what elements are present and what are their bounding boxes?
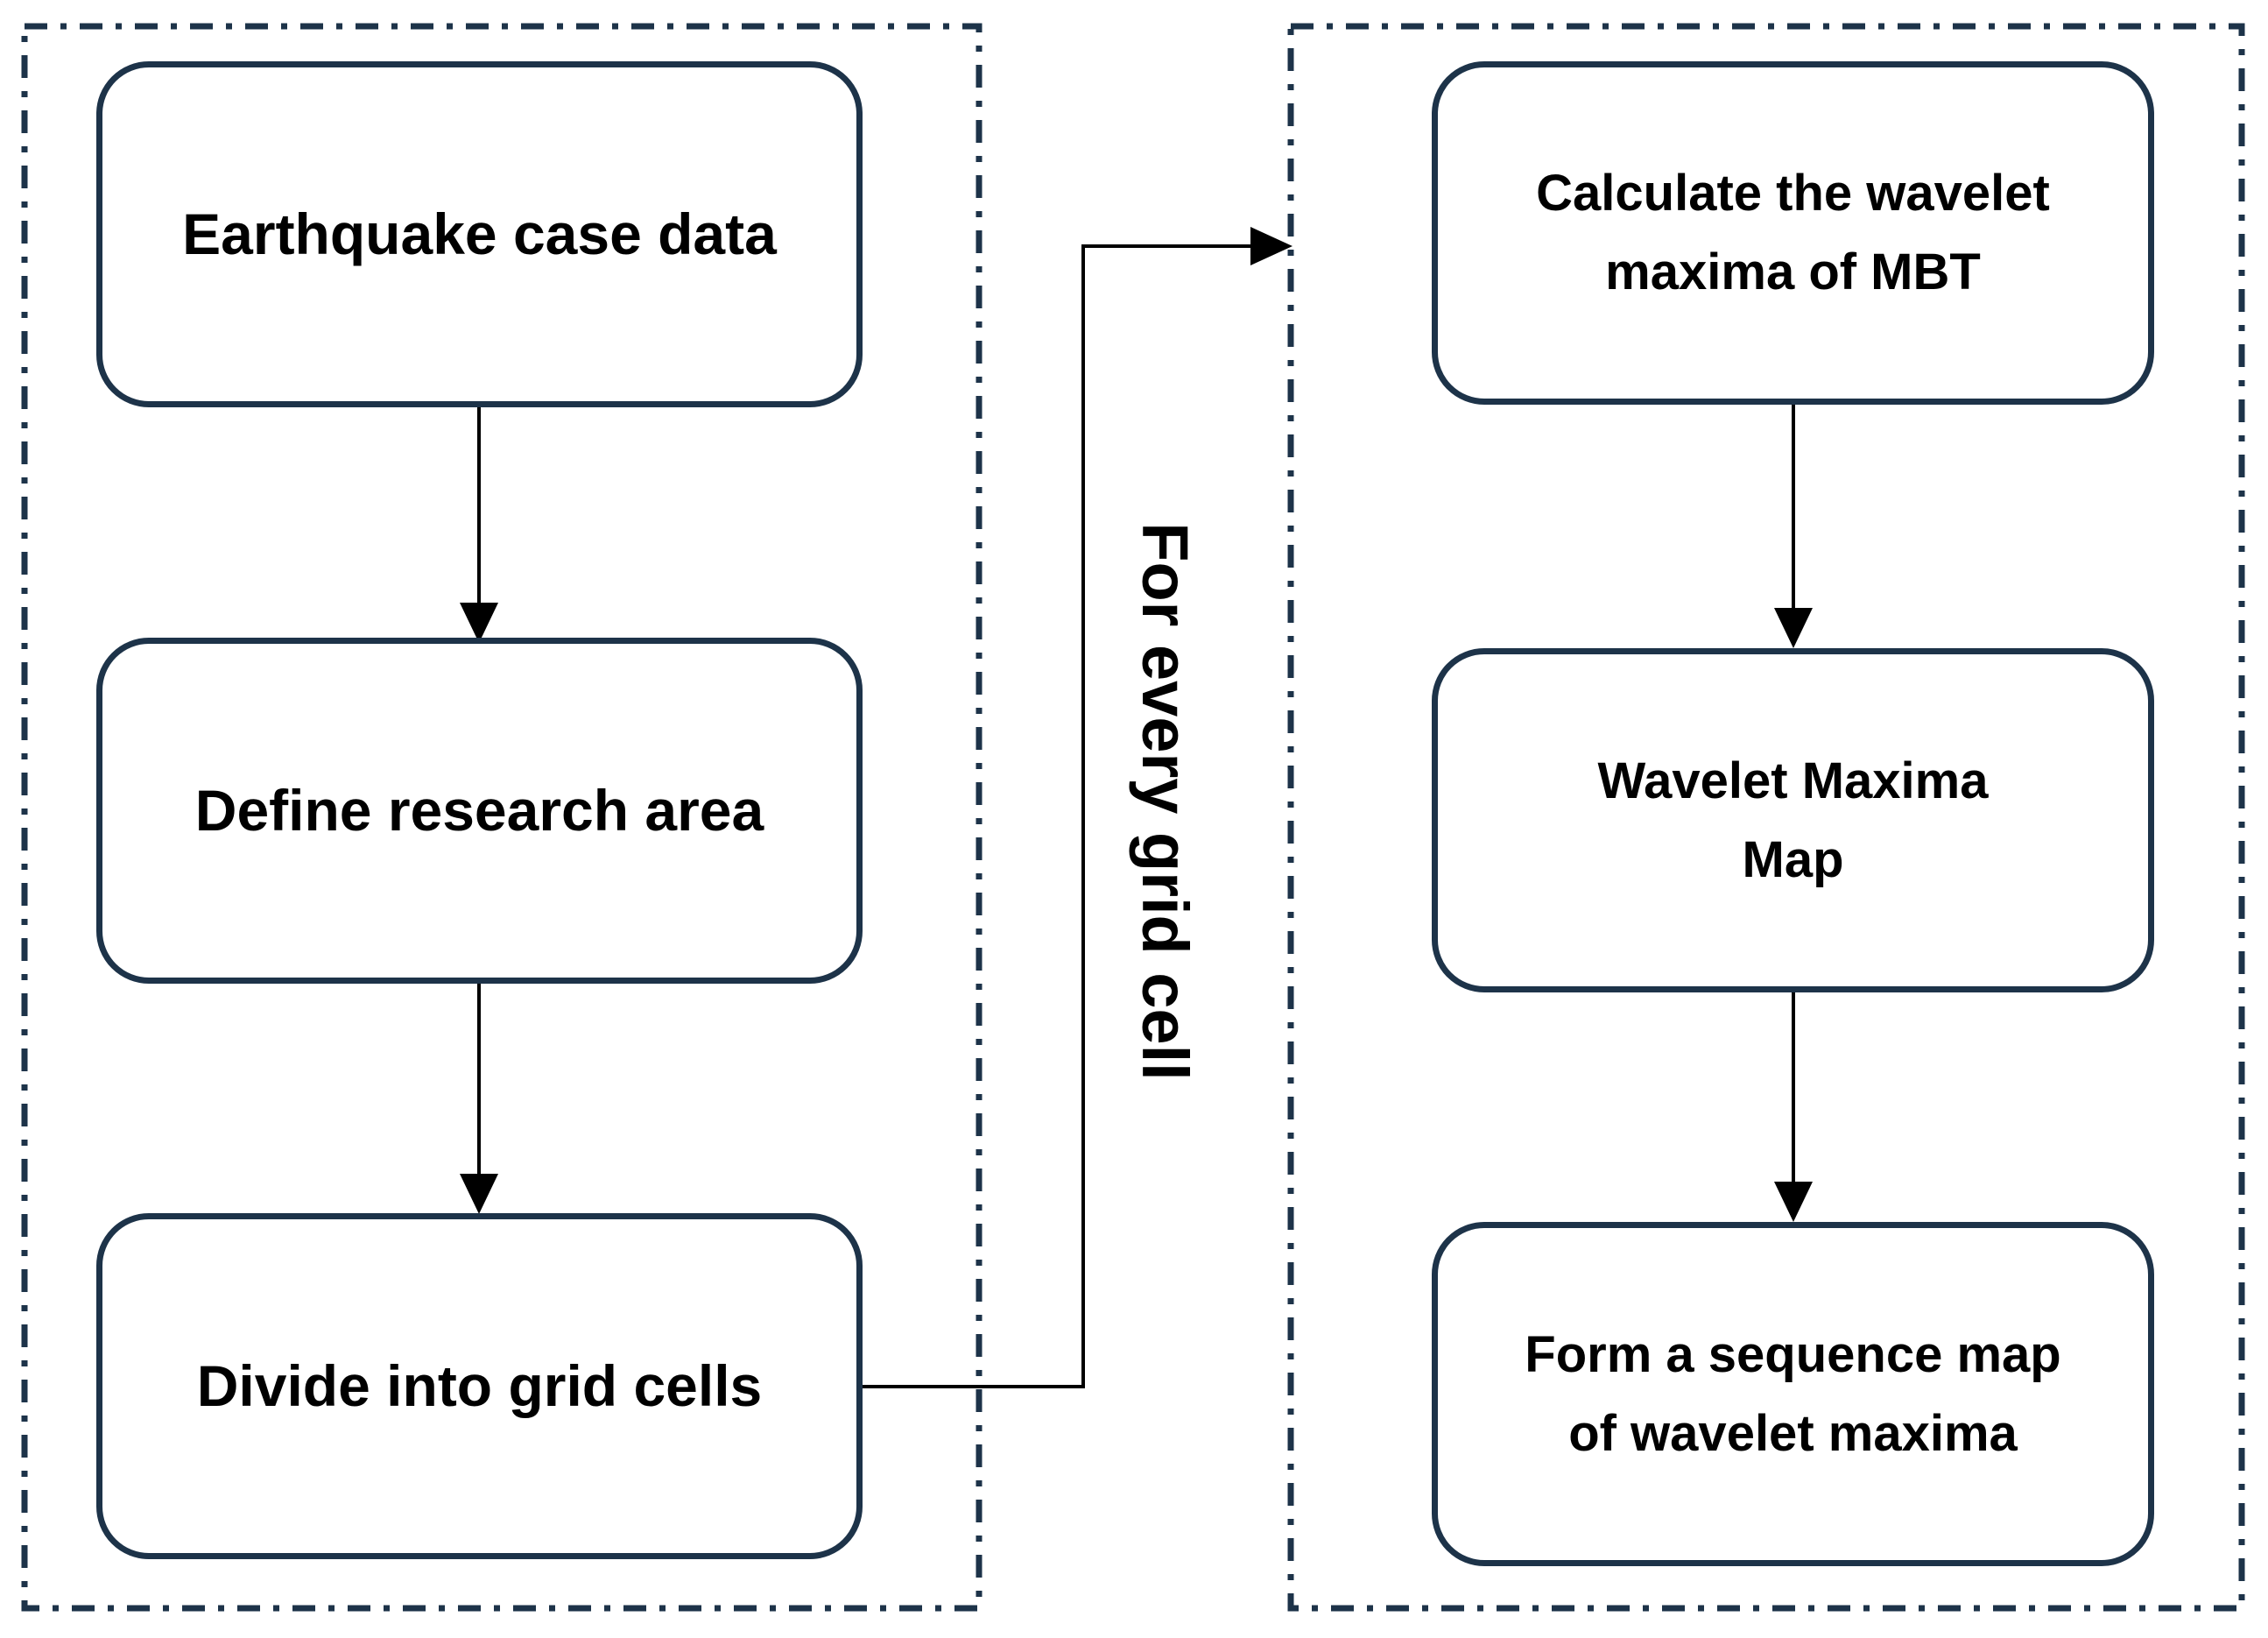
arrowhead-define-to-divide <box>460 1174 498 1214</box>
arrowhead-calculate-to-map <box>1774 608 1813 648</box>
left-group-frame <box>21 23 983 1612</box>
arrowhead-earthquake-to-define <box>460 603 498 643</box>
arrow-divide-to-right-group <box>863 244 1252 1388</box>
box-earthquake-case-data-label: Earthquake case data <box>182 201 777 266</box>
box-divide-into-grid-cells: Divide into grid cells <box>96 1213 863 1559</box>
for-every-grid-cell-label: For every grid cell <box>1129 522 1201 1081</box>
arrowhead-divide-to-right-group <box>1250 227 1292 265</box>
arrowhead-map-to-sequence <box>1774 1182 1813 1222</box>
box-define-research-area-label: Define research area <box>194 777 764 843</box>
box-earthquake-case-data: Earthquake case data <box>96 61 863 407</box>
box-divide-into-grid-cells-label: Divide into grid cells <box>196 1352 763 1418</box>
box-define-research-area: Define research area <box>96 638 863 984</box>
